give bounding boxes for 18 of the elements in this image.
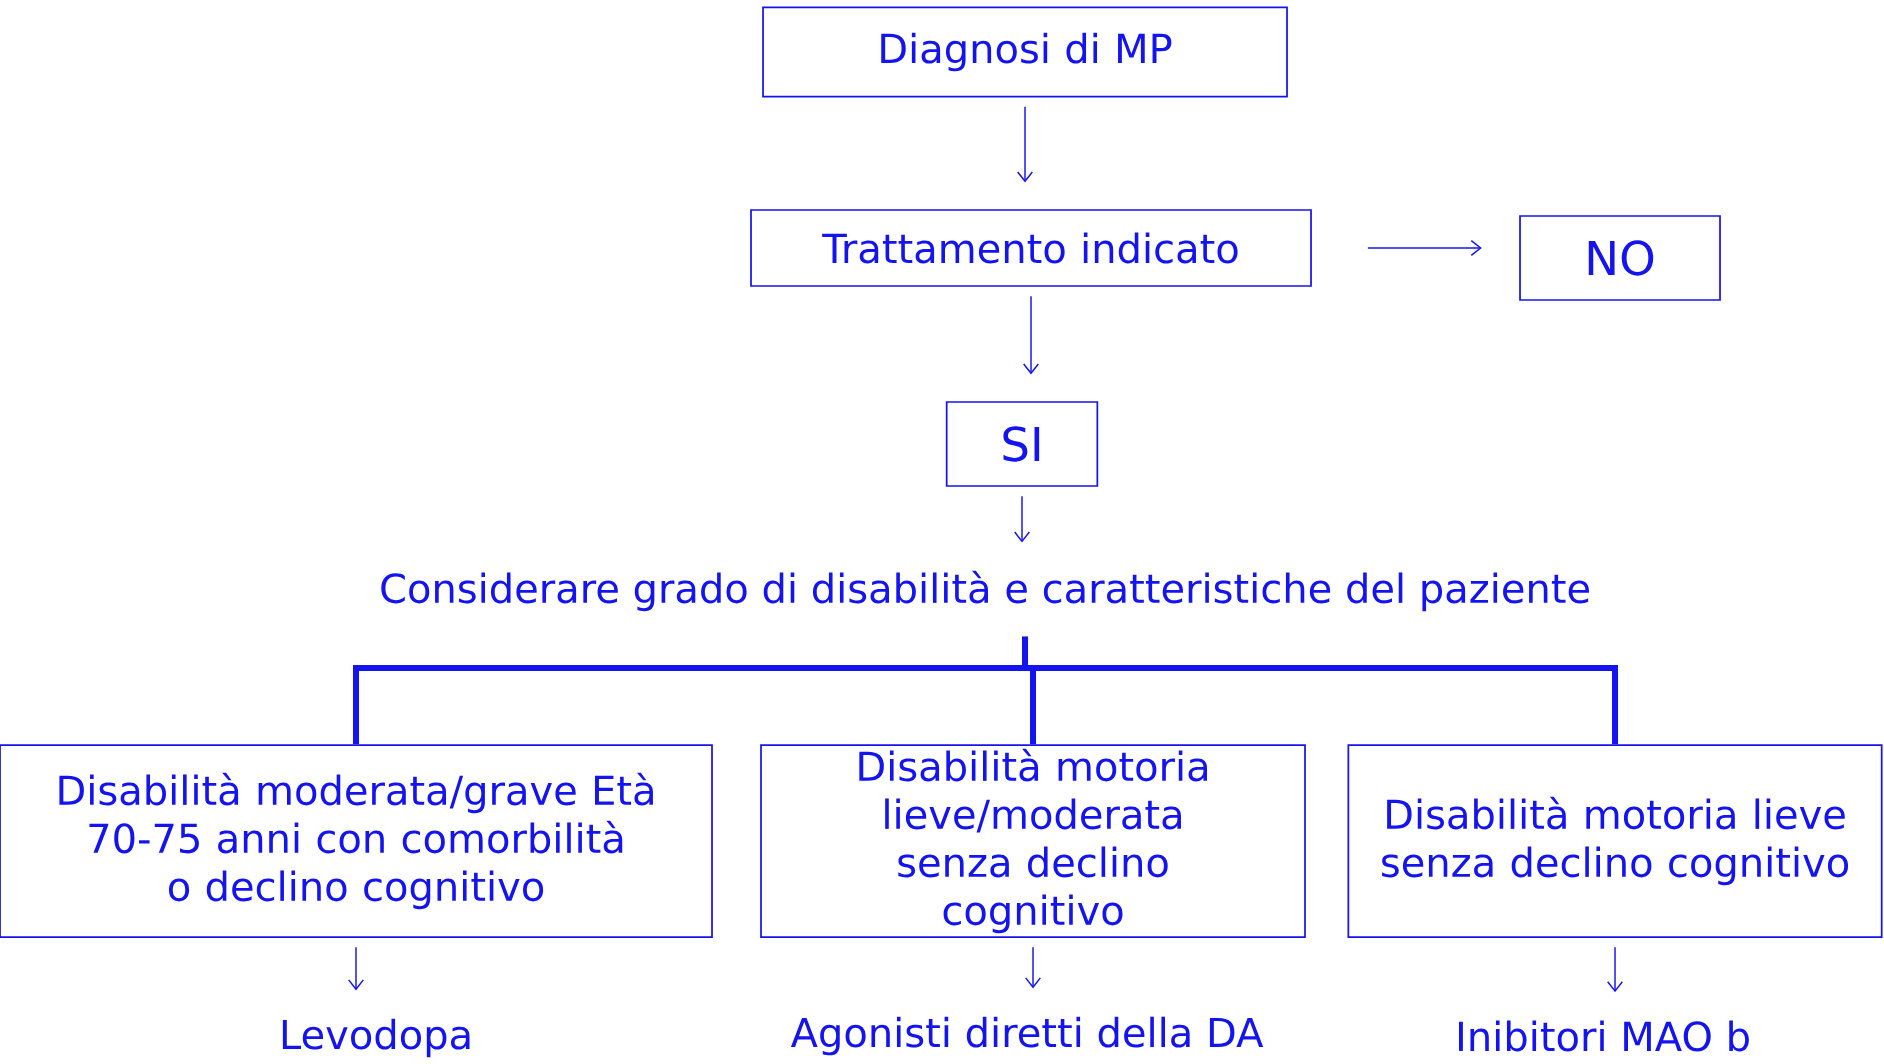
node-text: Agonisti diretti della DA [790,1016,1264,1056]
arrow [1367,239,1482,257]
process-box: Disabilità moderata/grave Età 70-75 anni con comorbilità o declino cognitivo [0,744,713,938]
node-text: Levodopa [282,1018,470,1058]
process-box: Disabilità motoria lieve senza declino cognitivo [1347,744,1883,938]
process-box: Diagnosi di MP [762,6,1288,98]
process-box: Disabilità motoria lieve/moderata senza declino cognitivo [760,744,1306,938]
arrow [1013,495,1031,543]
arrow [1024,946,1042,989]
arrow [347,946,365,991]
process-box: Trattamento indicato [750,209,1312,287]
arrow [1016,106,1034,183]
process-box: NO [1519,215,1721,301]
process-box: SI [945,401,1099,487]
node-text: Inibitori MAO b [1458,1020,1749,1052]
arrow [1606,946,1624,993]
node-text: Considerare grado di disabilità e caratteristiche del paziente [381,570,1589,612]
arrow [1022,295,1040,375]
